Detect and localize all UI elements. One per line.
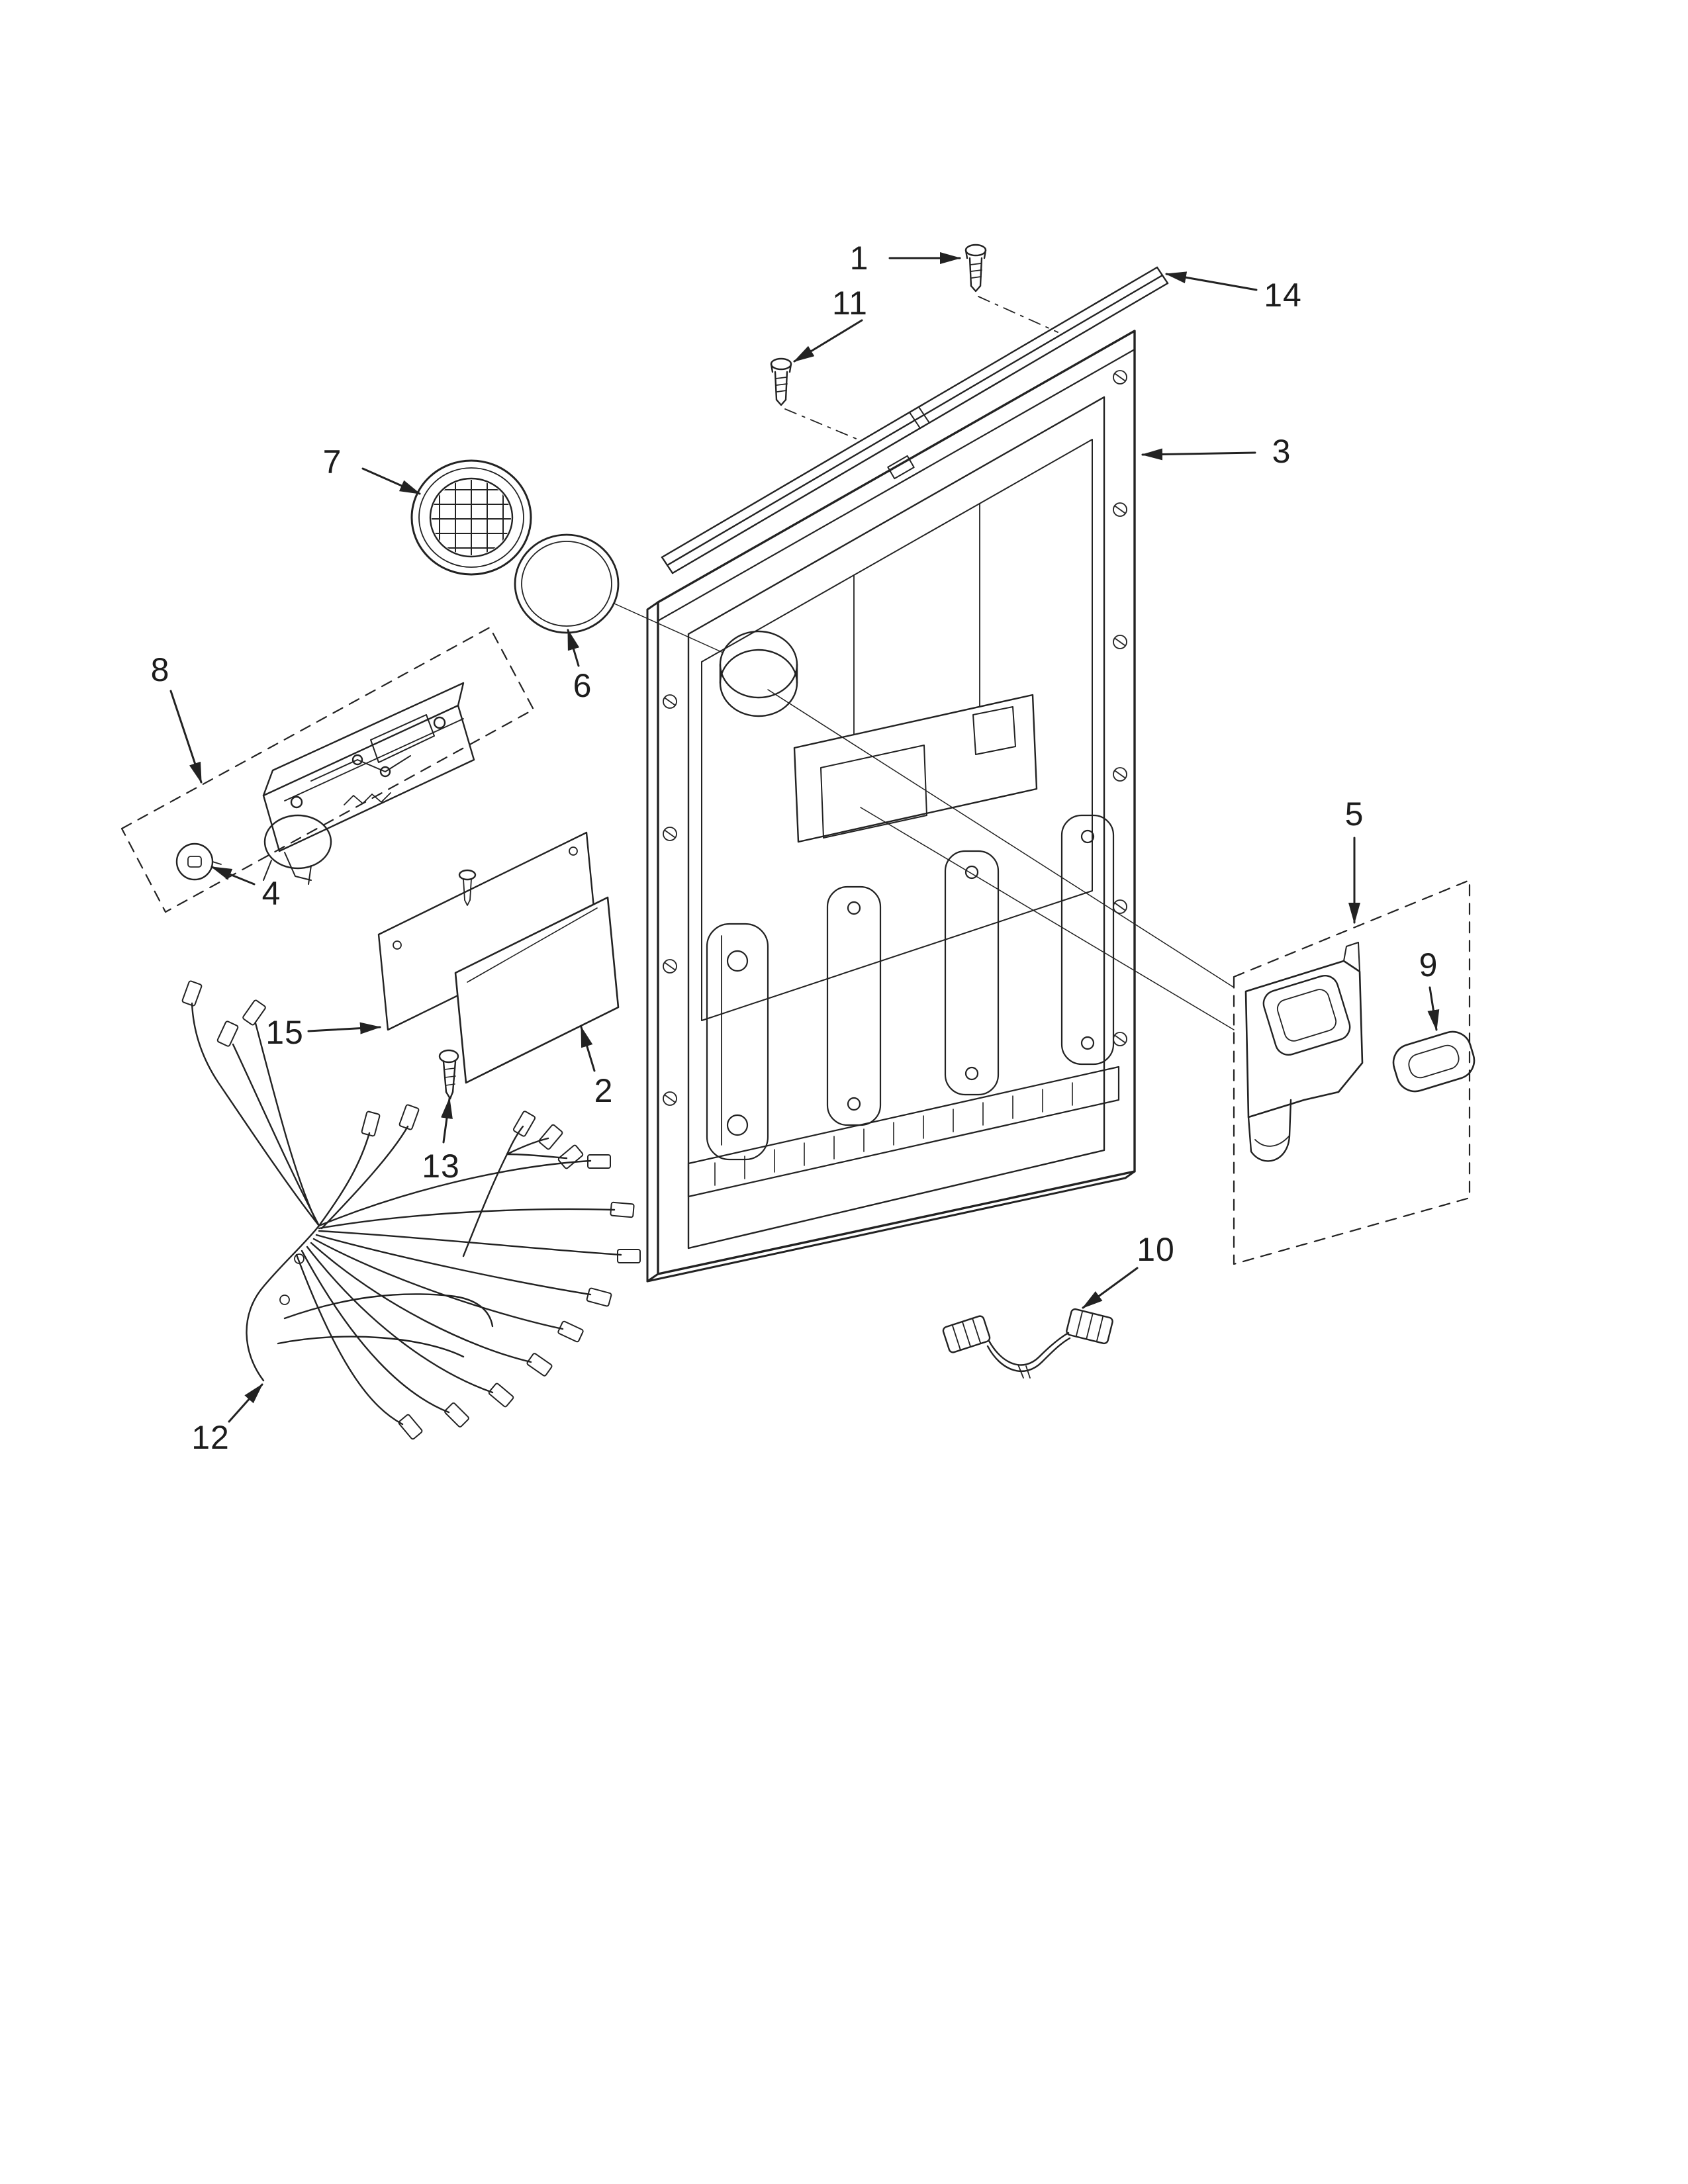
projection-line (768, 690, 1234, 987)
dashed-region-8 (122, 627, 534, 912)
callout-2-label: 2 (594, 1072, 614, 1109)
door-inner-panel (647, 331, 1234, 1281)
callout-1-label: 1 (849, 240, 869, 277)
callout-15-arrow (308, 1022, 381, 1034)
callout-4-arrow (211, 867, 254, 884)
wire-jumper (942, 1308, 1113, 1378)
callout-12-arrow (229, 1385, 262, 1422)
callout-8-arrow (171, 691, 201, 784)
screw-13 (440, 1050, 458, 1099)
dispenser-cutout (794, 695, 1037, 842)
callout-15-label: 15 (265, 1014, 304, 1051)
callout-10-label: 10 (1137, 1231, 1175, 1268)
mounting-screw-11 (771, 359, 858, 439)
callout-arrows (171, 252, 1440, 1422)
knob-cap-4 (177, 844, 221, 880)
callout-5-label: 5 (1344, 796, 1364, 833)
callout-3-label: 3 (1272, 433, 1291, 470)
callout-6-arrow (568, 629, 579, 666)
vent-ring (515, 535, 723, 653)
top-trim-strip (662, 267, 1168, 573)
callout-2-arrow (581, 1026, 594, 1071)
vent-opening (720, 631, 797, 716)
callout-4-label: 4 (261, 875, 281, 912)
mounting-screw-1 (966, 245, 1058, 332)
callout-13-arrow (441, 1097, 453, 1142)
callout-9-arrow (1427, 987, 1440, 1031)
harness-connectors (182, 981, 640, 1440)
callout-14-arrow (1165, 271, 1256, 290)
callout-7-label: 7 (322, 443, 342, 480)
latch-assembly (1246, 942, 1362, 1161)
trim-ring-9 (1389, 1027, 1479, 1096)
callout-14-label: 14 (1264, 277, 1302, 314)
panel-screw (459, 870, 475, 905)
callout-9-label: 9 (1419, 946, 1438, 983)
callout-11-arrow (793, 320, 862, 361)
top-bracket (888, 456, 914, 478)
dispenser-region (122, 627, 534, 912)
access-panel-group (379, 833, 618, 1099)
callout-12-label: 12 (191, 1419, 230, 1456)
callout-7-arrow (363, 469, 421, 494)
callout-6-label: 6 (573, 667, 592, 704)
vent-grille-cover (412, 461, 531, 574)
callout-3-arrow (1141, 448, 1255, 461)
dashed-region-5 (1234, 880, 1470, 1264)
callout-10-arrow (1082, 1268, 1137, 1308)
door-ribs (707, 815, 1113, 1160)
callout-8-label: 8 (150, 651, 170, 688)
wire-harness (182, 981, 640, 1440)
access-panel-2 (455, 897, 618, 1083)
projection-line (861, 807, 1234, 1030)
latch-region (1234, 880, 1479, 1264)
callout-13-label: 13 (422, 1148, 460, 1185)
bottom-hinge-rail (688, 1067, 1119, 1197)
dispenser-assembly (263, 683, 474, 884)
callout-11-label: 11 (832, 285, 868, 322)
door-edge-screws (663, 371, 1127, 1105)
